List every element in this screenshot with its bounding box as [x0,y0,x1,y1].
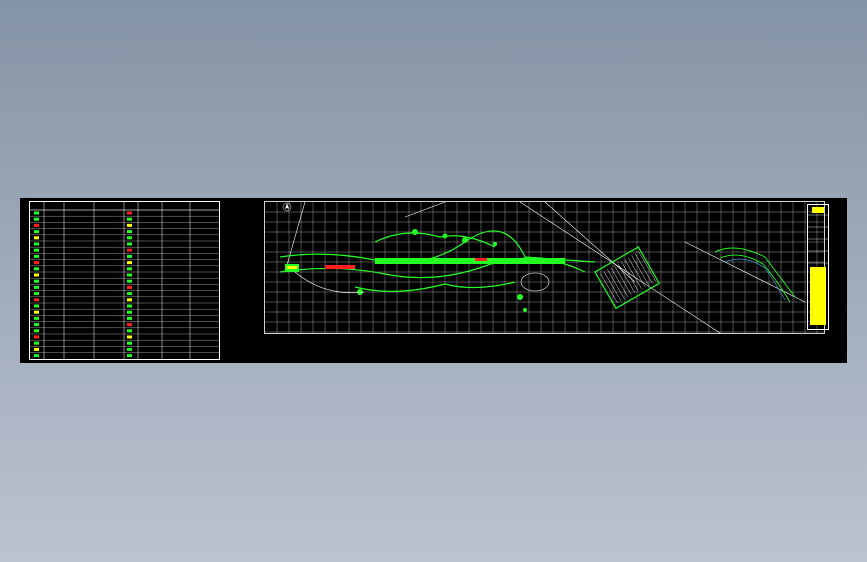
plant-symbol [34,329,39,333]
plant-symbol [127,310,132,314]
plant-symbol [34,347,39,351]
plant-symbol [127,248,132,252]
plant-symbol [34,217,39,221]
plant-symbol [127,267,132,271]
plant-symbol [34,298,39,302]
plant-symbol [127,316,132,320]
plant-symbol [127,261,132,265]
plant-symbol [34,341,39,345]
plant-symbol [127,223,132,227]
plant-symbol [34,285,39,289]
plant-symbol [34,254,39,258]
plant-symbol [34,273,39,277]
plant-symbol [34,211,39,215]
site-plan-sheet[interactable] [264,201,825,334]
plant-symbol [127,329,132,333]
plant-symbol [34,335,39,339]
plant-symbol [34,354,39,358]
plant-symbol [34,323,39,327]
parking-block [594,246,661,310]
north-arrow-icon [282,202,292,212]
site-plan-drawing [265,202,824,333]
plant-symbol [34,230,39,234]
plant-symbol [34,236,39,240]
plant-symbol [127,279,132,283]
plant-schedule-drawing [30,202,219,359]
title-block [807,204,829,330]
cad-viewport[interactable] [20,198,847,363]
plant-symbol [127,298,132,302]
plant-symbol [127,242,132,246]
plant-symbol [127,285,132,289]
plant-symbol [127,217,132,221]
plant-symbol [34,242,39,246]
plant-symbol [127,292,132,296]
plant-symbol [127,304,132,308]
plant-symbol [34,267,39,271]
plant-symbol [34,316,39,320]
plant-symbol [34,248,39,252]
plant-symbol [34,310,39,314]
plant-symbol [127,341,132,345]
plant-symbol [127,335,132,339]
plant-symbol [127,273,132,277]
plant-symbol [127,354,132,358]
title-block-drawing [808,207,828,325]
plant-symbol [127,211,132,215]
plant-symbol [127,254,132,258]
plant-symbol [34,292,39,296]
detail-plan [714,247,796,303]
plant-schedule-table [29,201,220,360]
plant-symbol [127,347,132,351]
plant-symbol [127,230,132,234]
plant-symbol [34,279,39,283]
plant-symbol [127,236,132,240]
plant-symbol [34,261,39,265]
plant-symbol [34,304,39,308]
plant-symbol [127,323,132,327]
plant-symbol [34,223,39,227]
